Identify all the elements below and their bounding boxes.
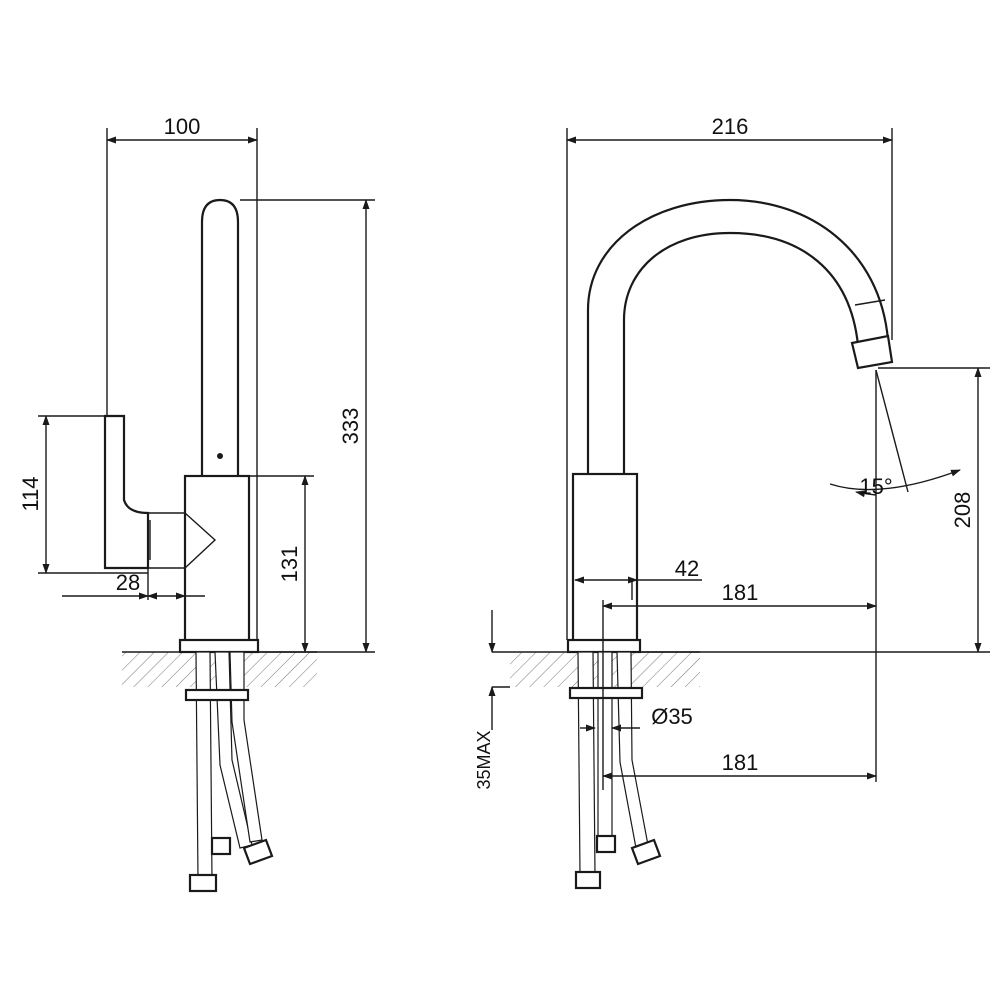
dim-side-body-height: 131 xyxy=(277,546,302,583)
front-hose-nut-3 xyxy=(630,838,662,866)
side-mount-nut xyxy=(184,688,250,702)
side-hose-nut-1 xyxy=(188,873,218,893)
front-base-ring xyxy=(566,638,642,654)
dim-front-body-width: 42 xyxy=(675,556,699,581)
dim-front-reach: 181 xyxy=(722,580,759,605)
front-aerator xyxy=(850,334,894,370)
dim-side-width: 100 xyxy=(164,114,201,139)
side-cartridge-cone xyxy=(184,512,217,569)
side-view: 100 333 131 114 28 xyxy=(18,114,375,893)
front-gooseneck-spout xyxy=(586,198,890,478)
side-spout-column xyxy=(200,198,240,480)
aerator-dot xyxy=(217,453,223,459)
front-hoses xyxy=(568,651,662,890)
dim-side-total-height: 333 xyxy=(338,408,363,445)
dim-front-hole-diameter: Ø35 xyxy=(651,704,693,729)
dim-front-reach-lower: 181 xyxy=(722,750,759,775)
side-lever-neck xyxy=(148,512,185,569)
dim-front-width: 216 xyxy=(712,114,749,139)
front-hose-nut-1 xyxy=(574,870,602,890)
side-hoses xyxy=(184,651,274,893)
side-lever-handle xyxy=(103,414,150,570)
dim-front-max-thickness: 35MAX xyxy=(474,730,494,789)
side-hose-nut-2 xyxy=(210,836,232,856)
front-hose-nut-2 xyxy=(595,834,617,854)
side-hose-nut-3 xyxy=(242,838,274,866)
dim-side-handle-offset: 28 xyxy=(116,570,140,595)
side-base-ring xyxy=(178,638,260,654)
dim-side-handle-height: 114 xyxy=(18,476,43,511)
front-view: 216 208 15° 42 181 Ø35 181 35MAX xyxy=(474,114,990,890)
dim-front-swivel-angle: 15° xyxy=(859,474,892,499)
dim-front-spout-height: 208 xyxy=(950,492,975,529)
front-mount-nut xyxy=(568,686,644,700)
front-body xyxy=(571,472,639,644)
